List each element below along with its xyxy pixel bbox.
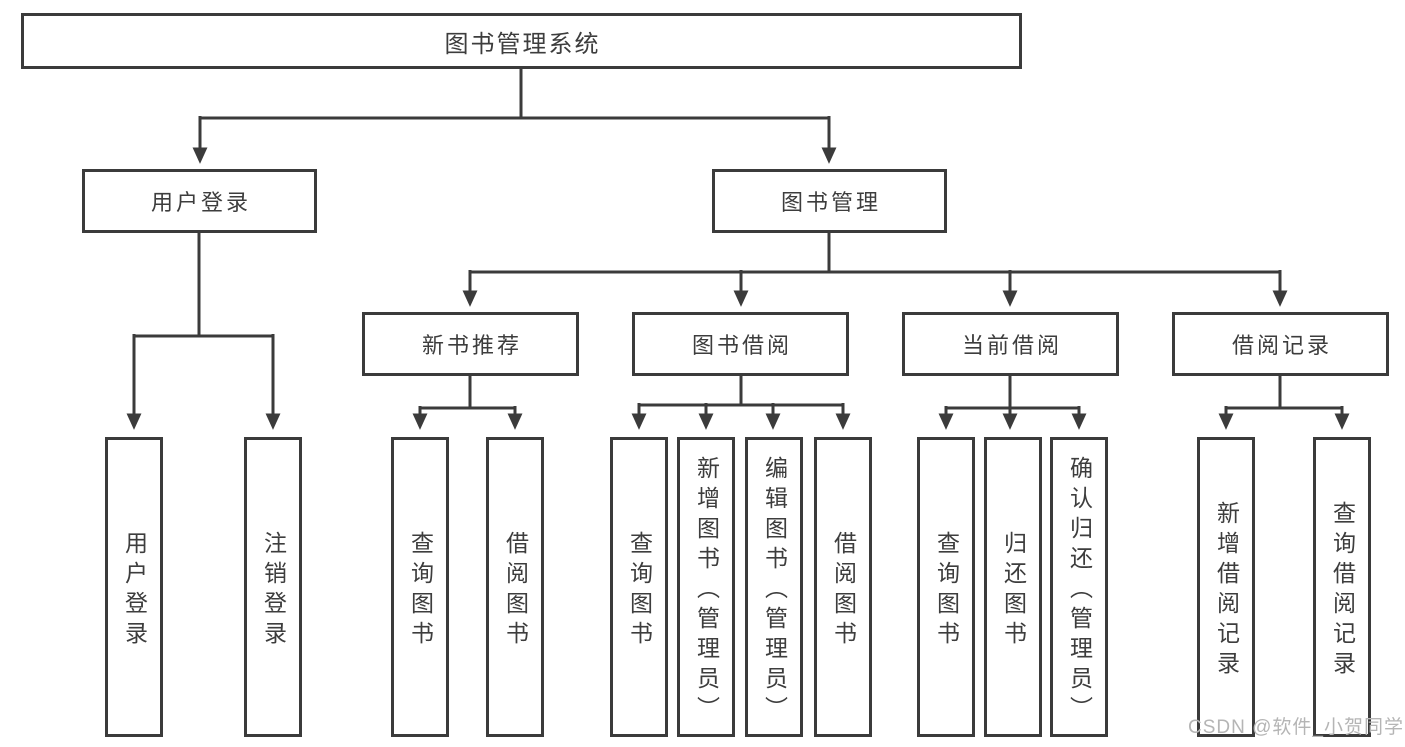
connector-borrow-records-children: [1218, 376, 1350, 430]
leaf-query-borrow-record: 查询借阅记录: [1313, 437, 1371, 737]
connector-book-borrow-children: [631, 376, 851, 430]
connector-user-login-children: [126, 233, 281, 430]
leaf-edit-books-admin: 编辑图书（管理员）: [745, 437, 803, 737]
leaf-logout: 注销登录: [244, 437, 302, 737]
leaf-confirm-return-admin: 确认归还（管理员）: [1050, 437, 1108, 737]
leaf-borrow-books-1: 借阅图书: [486, 437, 544, 737]
leaf-query-books-2: 查询图书: [610, 437, 668, 737]
connector-new-books-children: [412, 376, 523, 430]
node-new-book-recommend: 新书推荐: [362, 312, 579, 376]
leaf-borrow-books-2: 借阅图书: [814, 437, 872, 737]
csdn-watermark: CSDN @软件_小贺同学: [1188, 717, 1404, 738]
node-current-borrow: 当前借阅: [902, 312, 1119, 376]
leaf-query-books-3: 查询图书: [917, 437, 975, 737]
node-book-management: 图书管理: [712, 169, 947, 233]
node-borrow-records: 借阅记录: [1172, 312, 1389, 376]
connector-current-borrow-children: [938, 376, 1087, 430]
leaf-query-books-1: 查询图书: [391, 437, 449, 737]
node-book-borrow: 图书借阅: [632, 312, 849, 376]
connector-root-to-level2: [192, 69, 837, 164]
node-user-login: 用户登录: [82, 169, 317, 233]
leaf-add-borrow-record: 新增借阅记录: [1197, 437, 1255, 737]
node-system-root: 图书管理系统: [21, 13, 1022, 69]
leaf-user-login: 用户登录: [105, 437, 163, 737]
leaf-return-books: 归还图书: [984, 437, 1042, 737]
connector-book-mgmt-to-level3: [462, 233, 1288, 307]
leaf-add-books-admin: 新增图书（管理员）: [677, 437, 735, 737]
